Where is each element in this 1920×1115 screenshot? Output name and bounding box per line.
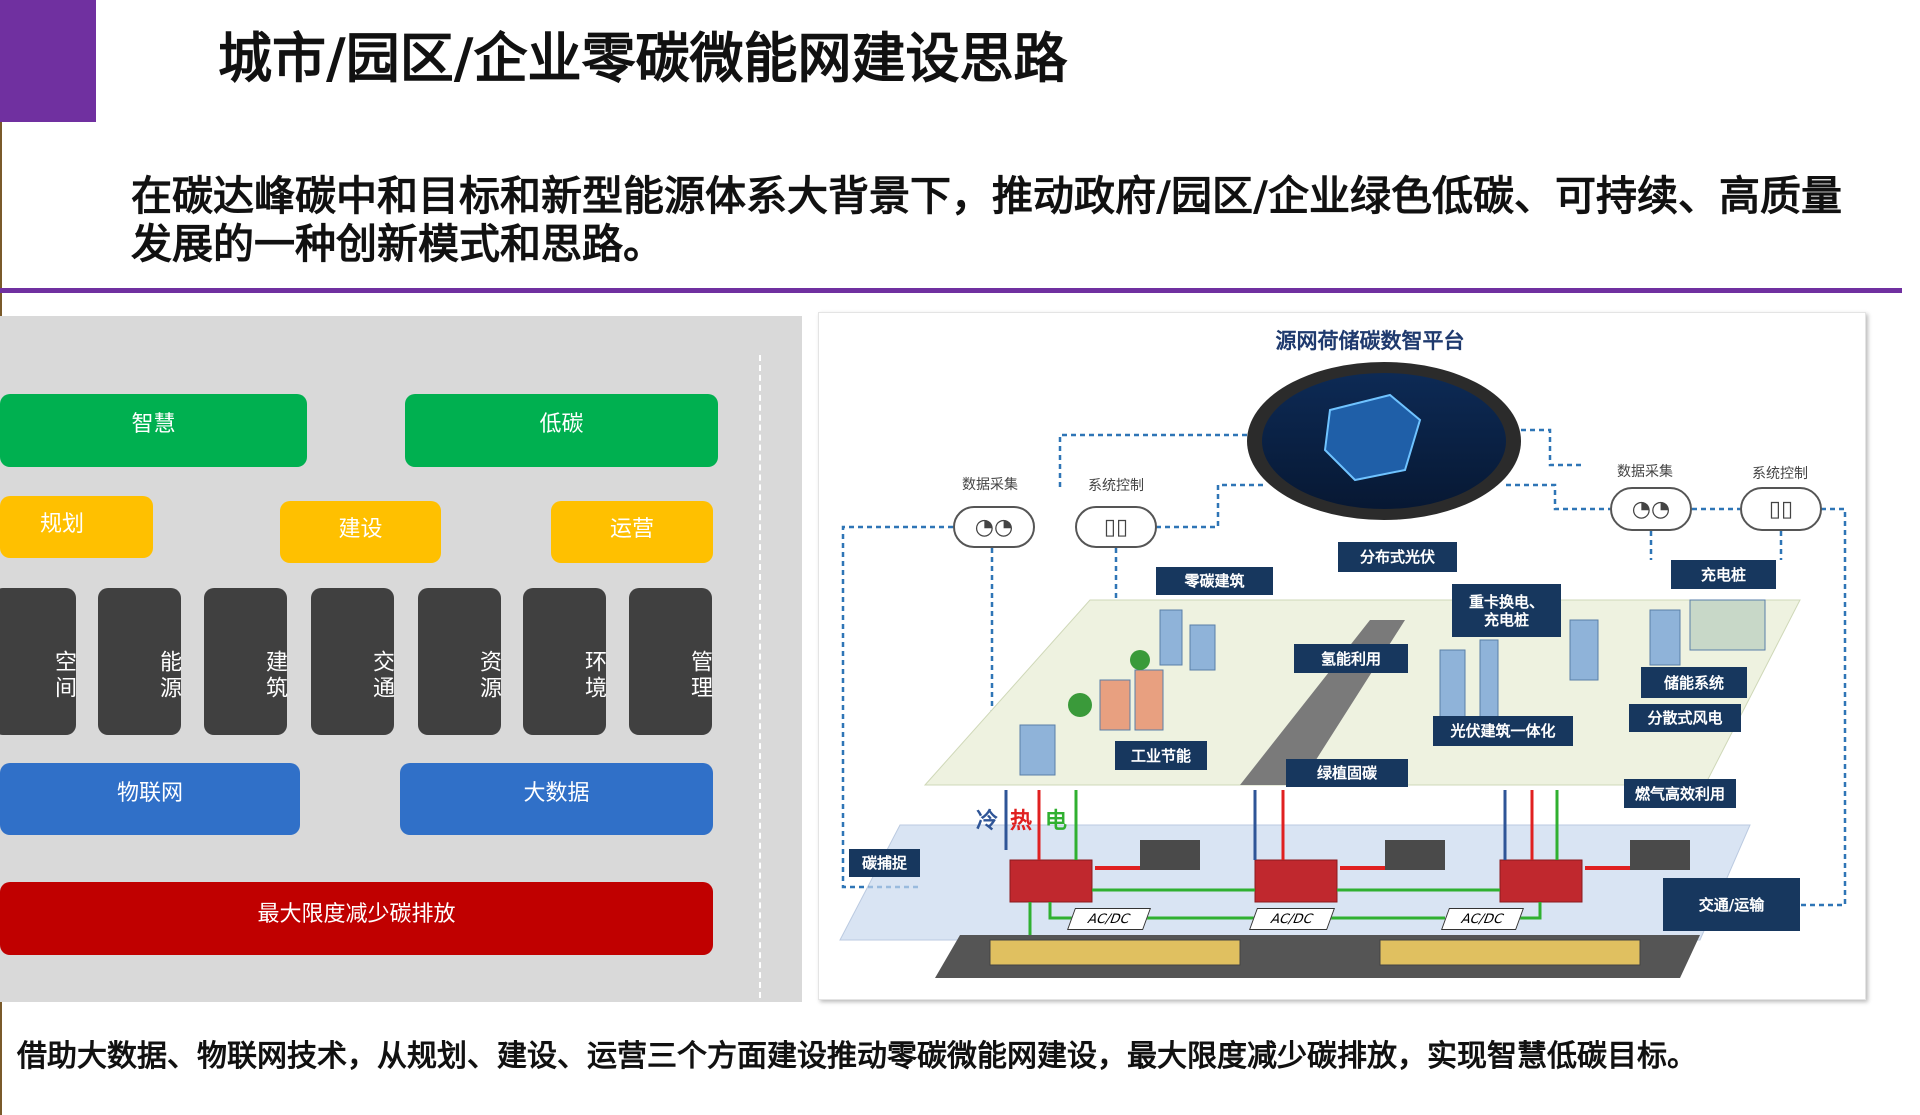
label-transport: 交通/运输 xyxy=(1663,878,1800,931)
data-collection-label-right: 数据采集 xyxy=(1617,464,1673,480)
phase-construction: 建设 xyxy=(280,501,441,563)
platform-title: 源网荷储碳数智平台 xyxy=(1275,329,1465,353)
label-wind: 分散式风电 xyxy=(1629,704,1741,732)
data-collection-node-left: ◔◔ xyxy=(953,506,1035,548)
system-control-node-right: ▯▯ xyxy=(1740,487,1822,531)
objective-reduce-carbon: 最大限度减少碳排放 xyxy=(0,882,713,955)
acdc-converter: AC/DC xyxy=(1066,908,1152,930)
domain-management: 管理 xyxy=(629,588,712,735)
domain-environment: 环境 xyxy=(523,588,606,735)
label-charging-pile: 充电桩 xyxy=(1671,560,1776,589)
accent-block xyxy=(0,0,96,122)
sensor-icon: ◔◔ xyxy=(974,514,1014,540)
page-title: 城市/园区/企业零碳微能网建设思路 xyxy=(218,27,1068,90)
acdc-converter: AC/DC xyxy=(1440,908,1525,930)
phase-planning: 规划 xyxy=(0,496,153,558)
domain-transport: 交通 xyxy=(311,588,394,735)
label-gas: 燃气高效利用 xyxy=(1624,779,1736,808)
label-storage: 储能系统 xyxy=(1641,667,1747,698)
energy-power: 电 xyxy=(1045,809,1068,834)
controller-icon: ▯▯ xyxy=(1768,496,1794,522)
domain-resource: 资源 xyxy=(418,588,501,735)
tech-iot: 物联网 xyxy=(0,763,300,835)
label-bipv: 光伏建筑一体化 xyxy=(1433,716,1573,746)
label-zero-carbon-building: 零碳建筑 xyxy=(1156,567,1273,595)
acdc-converter: AC/DC xyxy=(1248,908,1336,930)
phase-operation: 运营 xyxy=(551,501,713,563)
label-green-sink: 绿植固碳 xyxy=(1286,759,1408,787)
label-truck-swap: 重卡换电、充电桩 xyxy=(1452,584,1561,637)
label-hydrogen: 氢能利用 xyxy=(1294,644,1408,673)
domain-energy: 能源 xyxy=(98,588,181,735)
conclusion-text: 借助大数据、物联网技术，从规划、建设、运营三个方面建设推动零碳微能网建设，最大限… xyxy=(17,1039,1697,1074)
tech-big-data: 大数据 xyxy=(400,763,713,835)
system-control-label-left: 系统控制 xyxy=(1088,478,1144,494)
sensor-icon: ◔◔ xyxy=(1631,496,1671,522)
goal-smart: 智慧 xyxy=(0,394,307,467)
system-control-node-left: ▯▯ xyxy=(1075,506,1157,548)
goal-low-carbon: 低碳 xyxy=(405,394,718,467)
domain-space: 空间 xyxy=(0,588,76,735)
domain-building: 建筑 xyxy=(204,588,287,735)
label-carbon-capture: 碳捕捉 xyxy=(849,849,920,877)
page-subtitle: 在碳达峰碳中和目标和新型能源体系大背景下，推动政府/园区/企业绿色低碳、可持续、… xyxy=(131,172,1842,268)
system-control-label-right: 系统控制 xyxy=(1752,466,1808,482)
divider xyxy=(0,288,1902,293)
dashed-separator xyxy=(759,355,761,998)
data-collection-label-left: 数据采集 xyxy=(962,477,1018,493)
controller-icon: ▯▯ xyxy=(1103,514,1129,540)
energy-cold: 冷 xyxy=(976,809,999,834)
label-industrial: 工业节能 xyxy=(1115,741,1207,770)
energy-heat: 热 xyxy=(1010,809,1033,834)
data-collection-node-right: ◔◔ xyxy=(1610,487,1692,531)
label-distributed-pv: 分布式光伏 xyxy=(1338,542,1457,572)
